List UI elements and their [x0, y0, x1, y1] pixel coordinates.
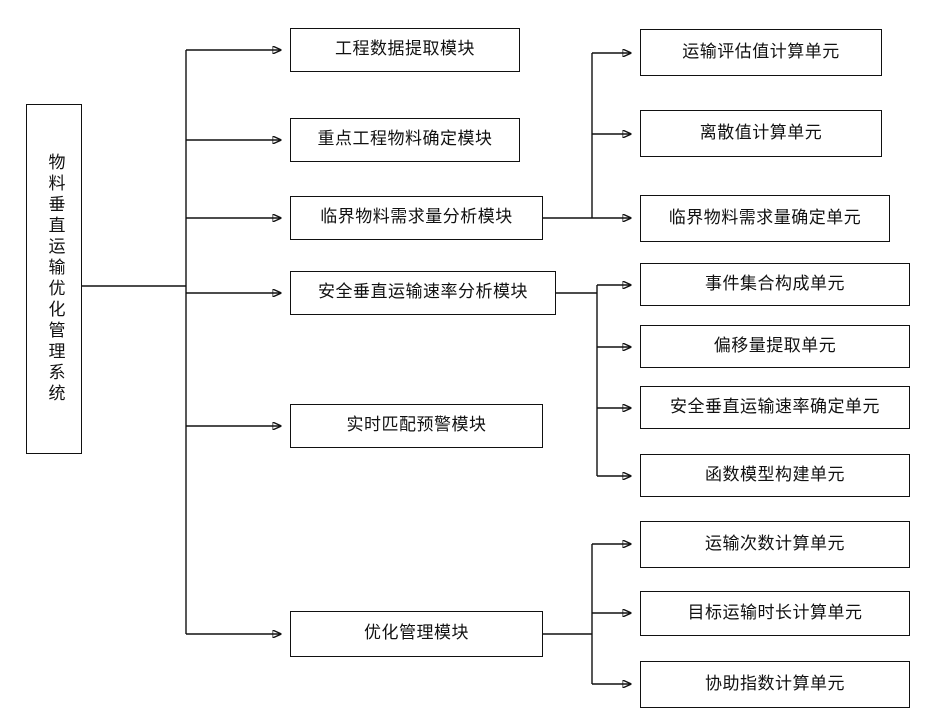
node-label: 临界物料需求量分析模块 — [320, 207, 513, 228]
node-unit-event-set-composition[interactable]: 事件集合构成单元 — [640, 263, 910, 306]
connector-optimization-to-units — [543, 544, 631, 684]
node-label: 安全垂直运输速率分析模块 — [318, 282, 528, 303]
node-label: 运输次数计算单元 — [705, 533, 845, 554]
node-module-critical-material-demand-analysis[interactable]: 临界物料需求量分析模块 — [290, 196, 543, 240]
node-label: 协助指数计算单元 — [705, 673, 845, 694]
node-unit-transport-evaluation-value-calculation[interactable]: 运输评估值计算单元 — [640, 29, 882, 76]
node-label: 函数模型构建单元 — [705, 464, 845, 485]
node-unit-target-transport-duration-calculation[interactable]: 目标运输时长计算单元 — [640, 591, 910, 636]
node-module-safe-vertical-transport-rate-analysis[interactable]: 安全垂直运输速率分析模块 — [290, 271, 556, 315]
node-label: 优化管理模块 — [364, 623, 469, 644]
node-unit-critical-material-demand-determination[interactable]: 临界物料需求量确定单元 — [640, 195, 890, 242]
node-label: 实时匹配预警模块 — [346, 415, 487, 436]
node-module-optimization-management[interactable]: 优化管理模块 — [290, 611, 543, 657]
node-label: 安全垂直运输速率确定单元 — [670, 396, 880, 417]
node-unit-safe-vertical-transport-rate-determination[interactable]: 安全垂直运输速率确定单元 — [640, 386, 910, 429]
node-label: 目标运输时长计算单元 — [687, 602, 863, 623]
node-unit-function-model-construction[interactable]: 函数模型构建单元 — [640, 454, 910, 497]
node-unit-discrete-value-calculation[interactable]: 离散值计算单元 — [640, 110, 882, 157]
node-label: 临界物料需求量确定单元 — [668, 207, 862, 228]
node-module-realtime-matching-alert[interactable]: 实时匹配预警模块 — [290, 404, 543, 448]
node-module-key-project-material-determination[interactable]: 重点工程物料确定模块 — [290, 118, 520, 162]
node-label: 事件集合构成单元 — [705, 273, 845, 294]
connector-safe-rate-analysis-to-units — [556, 285, 631, 476]
node-label: 物料垂直运输优化管理系统 — [44, 153, 65, 405]
node-system-root[interactable]: 物料垂直运输优化管理系统 — [26, 104, 82, 454]
node-unit-transport-times-calculation[interactable]: 运输次数计算单元 — [640, 521, 910, 568]
node-label: 离散值计算单元 — [699, 122, 823, 143]
connector-root-to-bus — [82, 50, 187, 634]
node-label: 运输评估值计算单元 — [682, 41, 840, 62]
node-label: 工程数据提取模块 — [335, 39, 475, 60]
node-unit-offset-extraction[interactable]: 偏移量提取单元 — [640, 325, 910, 368]
node-label: 偏移量提取单元 — [713, 335, 837, 356]
node-unit-assistance-index-calculation[interactable]: 协助指数计算单元 — [640, 661, 910, 708]
node-module-engineering-data-extraction[interactable]: 工程数据提取模块 — [290, 28, 520, 72]
node-label: 重点工程物料确定模块 — [317, 129, 493, 150]
connector-critical-analysis-to-units — [543, 53, 631, 218]
